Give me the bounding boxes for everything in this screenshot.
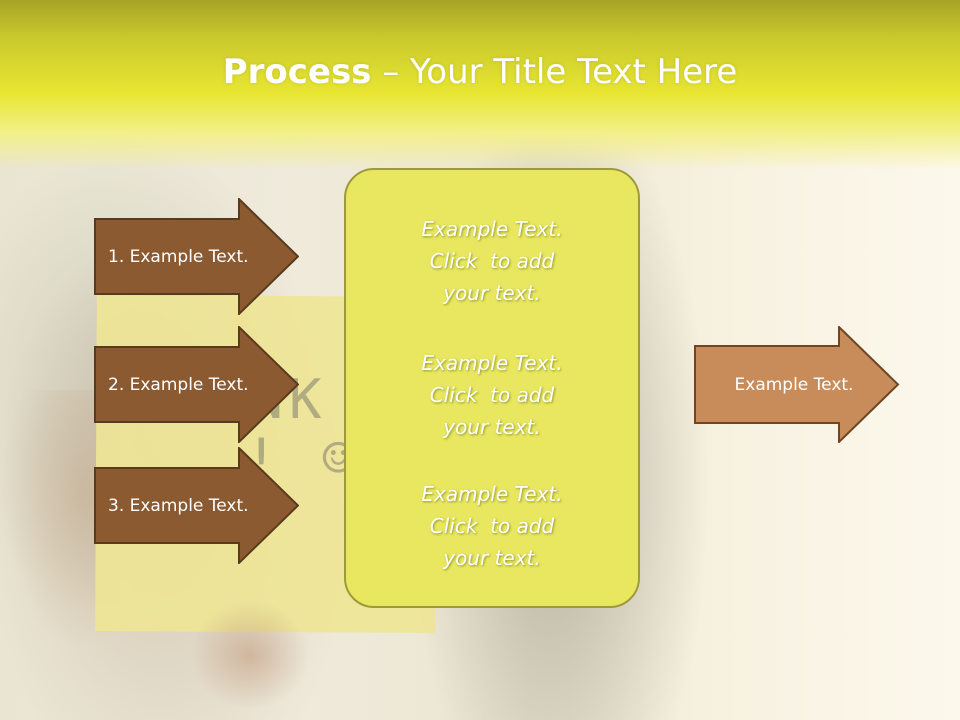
process-arrow-1[interactable]: 1. Example Text. [94,198,299,315]
slide-title[interactable]: Process – Your Title Text Here [0,52,960,92]
arrow-label: Example Text. [734,374,854,395]
content-card[interactable] [344,168,640,608]
card-line: Click to add [429,514,555,538]
card-line: your text. [443,415,541,439]
card-line: your text. [443,281,541,305]
arrow-shape-icon [94,447,299,564]
card-text-block-3[interactable]: Example Text. Click to add your text. [344,478,640,574]
card-line: Click to add [429,249,555,273]
card-line: Example Text. [421,217,563,241]
card-line: your text. [443,546,541,570]
arrow-label: 3. Example Text. [108,495,249,516]
card-line: Example Text. [421,482,563,506]
arrow-shape-icon [694,326,900,443]
arrow-shape-icon [94,198,299,315]
header-band [0,0,960,170]
title-bold: Process [222,52,372,92]
card-line: Example Text. [421,351,563,375]
arrow-shape-icon [94,326,299,443]
title-rest: – Your Title Text Here [371,52,738,92]
arrow-label: 1. Example Text. [108,246,249,267]
card-text-block-2[interactable]: Example Text. Click to add your text. [344,347,640,443]
process-arrow-2[interactable]: 2. Example Text. [94,326,299,443]
thumb-shape [190,600,310,710]
process-arrow-3[interactable]: 3. Example Text. [94,447,299,564]
result-arrow[interactable]: Example Text. [694,326,900,443]
card-text-block-1[interactable]: Example Text. Click to add your text. [344,213,640,309]
card-line: Click to add [429,383,555,407]
arrow-label: 2. Example Text. [108,374,249,395]
